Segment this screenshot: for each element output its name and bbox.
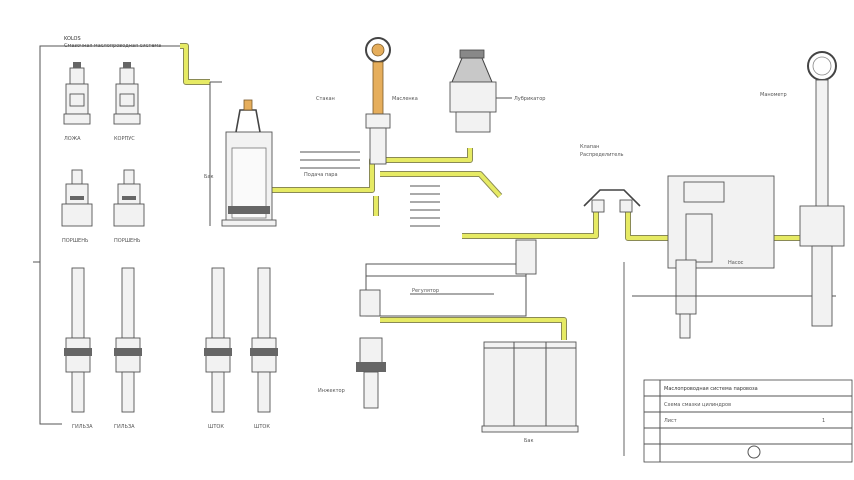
note-cylinder: [300, 151, 360, 169]
lubricator: [449, 49, 512, 133]
label-oil-glass: Масленка: [392, 96, 418, 102]
label-row2-a: ПОРШЕНЬ: [62, 238, 89, 244]
label-injector: Инжектор: [318, 388, 345, 394]
component-injector-row1-a: [63, 62, 91, 125]
label-mid-a: ШТОК: [208, 424, 224, 430]
component-plunger-mid-a: [204, 267, 232, 413]
component-valve-row2-b: [113, 169, 145, 227]
component-injector-row1-b: [113, 62, 141, 125]
label-pump: Насос: [728, 260, 744, 266]
title-line2: Схема смазки цилиндров: [664, 402, 731, 408]
label-reg-b: Распределитель: [580, 152, 624, 158]
note-block-mid: [410, 185, 440, 227]
component-valve-row2-a: [61, 169, 93, 227]
label-top-left: KOLOS: [64, 36, 81, 42]
title-line3: Лист: [664, 418, 677, 424]
label-lubricator: Лубрикатор: [514, 96, 545, 102]
title-block: [643, 379, 853, 463]
manometer: [799, 51, 845, 327]
label-top-left-sub: Смазочная маслопроводная система: [64, 43, 161, 49]
label-row1-b: КОРПУС: [114, 136, 135, 142]
title-sheet-no: 1: [822, 418, 825, 424]
label-reservoir-side: Бак: [204, 174, 214, 180]
component-plunger-row3-a: [64, 267, 92, 413]
oil-reservoir: [209, 81, 277, 227]
label-row2-b: ПОРШЕНЬ: [114, 238, 141, 244]
tank: [481, 341, 579, 433]
left-group-frame: [33, 45, 180, 425]
pump-assembly: [359, 239, 537, 317]
label-manometer: Манометр: [760, 92, 787, 98]
label-row3-b: ГИЛЬЗА: [114, 424, 135, 430]
component-plunger-mid-b: [250, 267, 278, 413]
label-tank: Бак: [524, 438, 534, 444]
label-cylinder-note: Подача пара: [304, 172, 338, 178]
label-row1-a: ЛОЖА: [64, 136, 81, 142]
label-valve-note: Регулятор: [412, 288, 439, 294]
sight-glass: [365, 37, 391, 165]
right-assembly: [632, 175, 836, 339]
title-line1: Маслопроводная система паровоза: [664, 386, 758, 392]
label-glass: Стакан: [316, 96, 335, 102]
label-row3-a: ГИЛЬЗА: [72, 424, 93, 430]
label-reg-a: Клапан: [580, 144, 599, 150]
component-plunger-row3-b: [114, 267, 142, 413]
distributor-fitting: [583, 189, 641, 213]
injector-body: [356, 337, 386, 409]
label-mid-b: ШТОК: [254, 424, 270, 430]
